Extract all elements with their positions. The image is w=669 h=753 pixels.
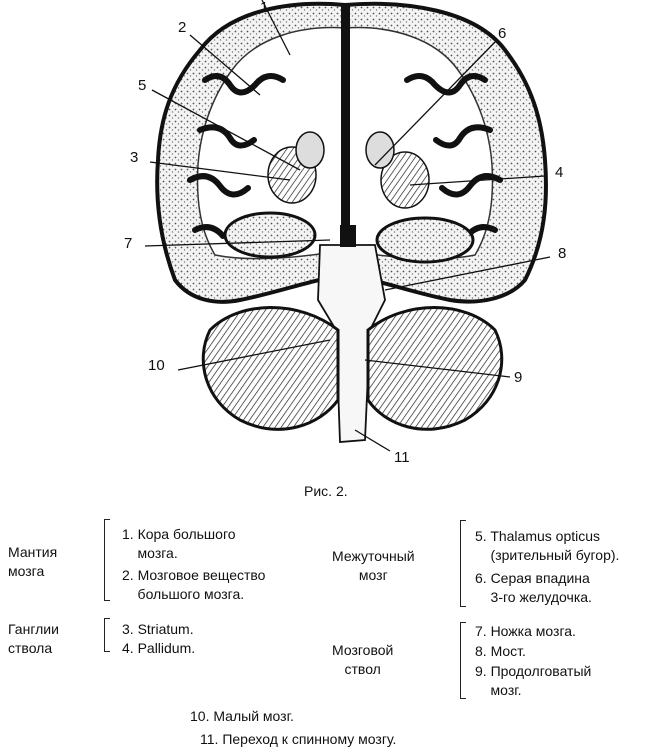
label-7: 7 — [124, 235, 132, 252]
group-brainstem: Мозговой ствол — [332, 642, 394, 677]
bracket-brainstem — [460, 622, 466, 699]
item-3: 3. Striatum. — [122, 621, 194, 637]
bracket-ganglia — [104, 618, 110, 652]
item-5: 5. Thalamus opticus (зрительный бугор). — [475, 528, 620, 563]
label-10: 10 — [148, 357, 165, 374]
item-2: 2. Мозговое вещество большого мозга. — [122, 567, 266, 602]
label-9: 9 — [514, 369, 522, 386]
item-8: 8. Мост. — [475, 643, 526, 659]
item-4: 4. Pallidum. — [122, 640, 196, 656]
label-8: 8 — [558, 245, 566, 262]
brainstem — [317, 244, 386, 443]
label-5: 5 — [138, 77, 146, 94]
cerebellum-left — [201, 306, 340, 431]
label-6: 6 — [498, 25, 506, 42]
label-11: 11 — [394, 449, 410, 466]
brain-illustration: 1 2 3 4 5 6 7 8 9 10 11 — [124, 0, 566, 466]
item-7: 7. Ножка мозга. — [475, 623, 576, 639]
item-6: 6. Серая впадина 3-го желудочка. — [475, 570, 592, 605]
group-mantle: Мантия мозга — [8, 544, 58, 579]
bracket-mantle — [104, 519, 110, 601]
bracket-diencephalon — [460, 520, 466, 607]
item-9: 9. Продолговатый мозг. — [475, 663, 592, 698]
label-1: 1 — [260, 0, 268, 16]
item-10: 10. Малый мозг. — [190, 708, 294, 724]
group-diencephalon: Межуточный мозг — [332, 548, 415, 583]
group-ganglia: Ганглии ствола — [8, 621, 59, 656]
label-4: 4 — [555, 164, 563, 181]
item-11: 11. Переход к спинному мозгу. — [200, 731, 397, 747]
brain-figure: 1 2 3 4 5 6 7 8 9 10 11 — [124, 0, 566, 466]
label-3: 3 — [130, 149, 138, 166]
item-1: 1. Кора большого мозга. — [122, 526, 236, 561]
label-2: 2 — [178, 19, 186, 36]
figure-caption: Рис. 2. — [304, 483, 348, 499]
